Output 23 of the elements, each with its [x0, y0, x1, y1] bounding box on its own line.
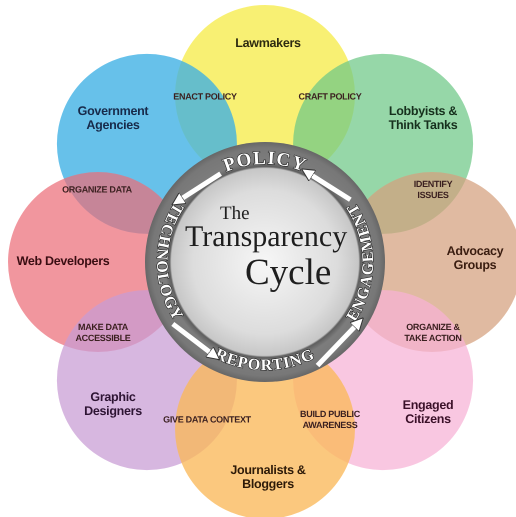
group-name: Graphic Designers	[65, 390, 161, 418]
overlap-label: IDENTIFY ISSUES	[412, 179, 454, 201]
group-name: Advocacy Groups	[427, 244, 516, 272]
group-name: Engaged Citizens	[380, 398, 476, 426]
group-name: Lobbyists & Think Tanks	[375, 104, 471, 132]
overlap-label: ORGANIZE & TAKE ACTION	[403, 322, 463, 344]
group-name: Journalists & Bloggers	[220, 463, 316, 491]
cycle-stage-label: POLICY	[220, 148, 310, 177]
overlap-label: ORGANIZE DATA	[61, 184, 133, 196]
group-name: Government Agencies	[65, 104, 161, 132]
center-title: Transparency	[185, 222, 348, 252]
cycle-arrow	[301, 168, 352, 202]
cycle-arrow	[171, 322, 220, 360]
group-name: Lawmakers	[220, 36, 316, 50]
center-title: The	[220, 204, 250, 223]
overlap-label: GIVE DATA CONTEXT	[162, 414, 252, 426]
cycle-arrow	[171, 172, 222, 206]
overlap-label: BUILD PUBLIC AWARENESS	[299, 409, 361, 431]
cycle-stage-label: REPORTING	[212, 346, 318, 374]
overlap-label: MAKE DATA ACCESSIBLE	[74, 322, 132, 344]
center-title: Cycle	[245, 254, 332, 291]
group-name: Web Developers	[15, 254, 111, 268]
cycle-arrow	[316, 317, 364, 368]
